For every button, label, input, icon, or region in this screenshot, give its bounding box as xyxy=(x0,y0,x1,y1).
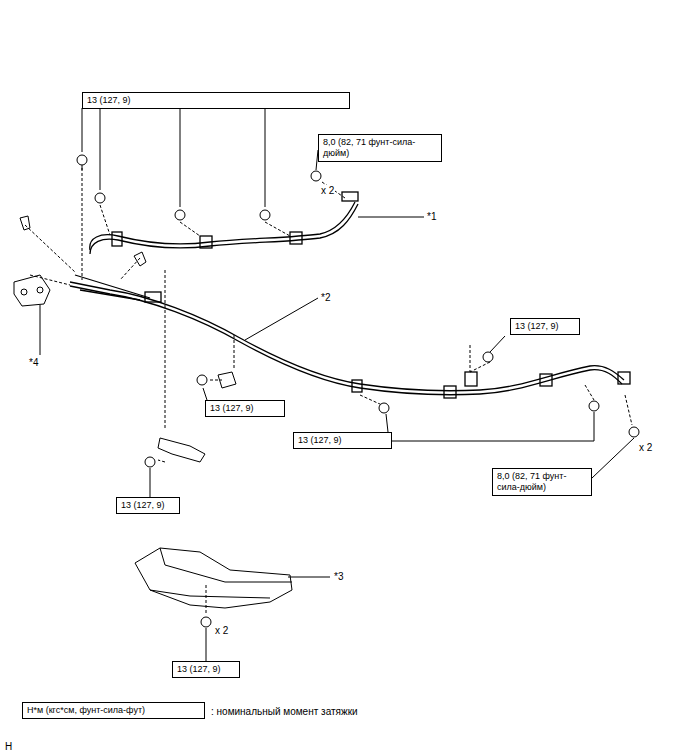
torque-box: 13 (127, 9) xyxy=(293,432,392,449)
callout-number: *3 xyxy=(333,571,344,583)
cable-1 xyxy=(90,192,358,254)
torque-value: 13 (127, 9) xyxy=(87,95,345,106)
callout-number: *4 xyxy=(28,357,39,369)
callout-number: *1 xyxy=(426,211,437,223)
torque-box: 13 (127, 9) xyxy=(172,661,240,678)
note-label: x 2 xyxy=(320,185,335,197)
note-label: H xyxy=(4,741,13,753)
torque-box: 8,0 (82, 71 фунт-сила-дюйм) xyxy=(318,134,442,162)
torque-box: 13 (127, 9) xyxy=(510,318,580,335)
torque-value: 13 (127, 9) xyxy=(298,435,342,446)
torque-value: 13 (127, 9) xyxy=(515,321,559,332)
note-label: x 2 xyxy=(214,625,229,637)
callout-leaders xyxy=(40,217,424,577)
torque-value: 8,0 (82, 71 фунт-сила-дюйм) xyxy=(323,137,437,159)
leader-lines xyxy=(82,108,634,661)
torque-value: 8,0 (82, 71 фунт-сила-дюйм) xyxy=(497,471,587,493)
torque-value: 13 (127, 9) xyxy=(121,500,165,511)
heat-insulator xyxy=(135,548,292,608)
note-label: x 2 xyxy=(638,442,653,454)
legend-box: Н*м (кгс*см, фунт-сила-фут) xyxy=(22,702,205,719)
torque-box: 13 (127, 9) xyxy=(205,400,285,417)
torque-value: 13 (127, 9) xyxy=(177,664,221,675)
callout-number: *2 xyxy=(320,292,331,304)
torque-value: 13 (127, 9) xyxy=(210,403,254,414)
cable-2 xyxy=(70,275,630,398)
dashed-guides xyxy=(25,168,632,615)
note-label: : номинальный момент затяжки xyxy=(210,706,359,718)
torque-box: 8,0 (82, 71 фунт-сила-дюйм) xyxy=(492,468,592,496)
torque-box: 13 (127, 9) xyxy=(82,92,350,109)
torque-box: 13 (127, 9) xyxy=(116,497,180,514)
clips xyxy=(14,216,236,462)
torque-value: Н*м (кгс*см, фунт-сила-фут) xyxy=(27,705,145,716)
bolts xyxy=(77,155,639,627)
